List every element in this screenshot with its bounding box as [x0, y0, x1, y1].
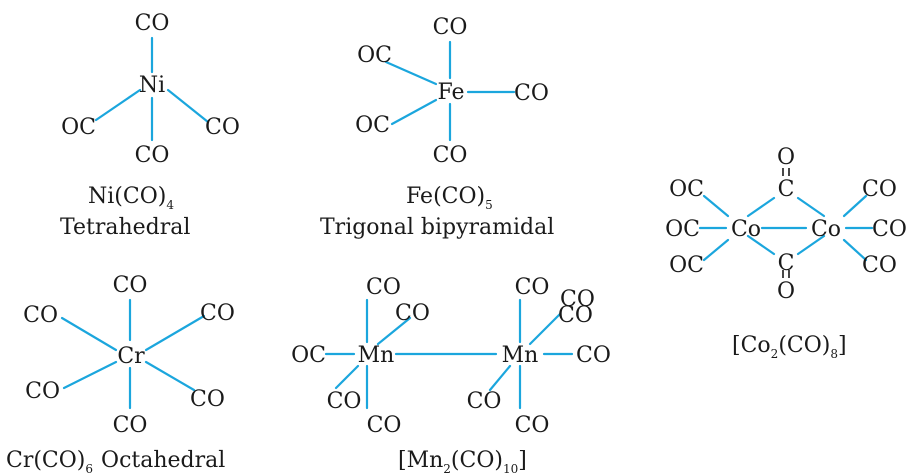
- co-formula-caption: [Co2(CO)8]: [732, 333, 847, 361]
- ni-right-co-label: CO: [205, 115, 240, 140]
- co2-co8-structure: O C C O OC OC OC Co Co CO CO CO [Co2(CO)…: [665, 145, 907, 361]
- co-bottom-bridge-o-label: O: [777, 279, 795, 304]
- fe-bottom-co-label: CO: [433, 143, 468, 168]
- mn-formula-caption: [Mn2(CO)10]: [398, 448, 527, 474]
- fe-bond-upper-left: [384, 60, 438, 86]
- cr-upper-right-co-label: CO: [200, 301, 235, 326]
- cr-bond-lower-right: [144, 360, 196, 392]
- mn-right-upper-right-co-label: CO: [558, 303, 593, 328]
- ni-left-oc-label: OC: [61, 115, 96, 140]
- co-left-lower-oc-label: OC: [669, 253, 704, 278]
- fe-metal-label: Fe: [437, 80, 464, 105]
- fe-upper-left-oc-label: OC: [357, 43, 392, 68]
- cr-bond-upper-left: [60, 316, 118, 352]
- co-left-middle-oc-label: OC: [665, 217, 700, 242]
- mn-right-co-label: CO: [576, 343, 611, 368]
- co-top-bridge-o-label: O: [777, 145, 795, 170]
- mn2-co10-structure: CO CO OC Mn CO CO CO CO CO Mn CO CO CO […: [291, 275, 611, 474]
- co-bottom-bridge-bond-left: [746, 234, 776, 256]
- co-top-bridge-bond-left: [746, 196, 776, 218]
- cr-lower-right-co-label: CO: [190, 387, 225, 412]
- fe-top-co-label: CO: [433, 15, 468, 40]
- mn-left-top-co-label: CO: [366, 275, 401, 300]
- co-top-bridge-c-label: C: [778, 177, 795, 202]
- mn-right-metal-label: Mn: [502, 343, 539, 368]
- ni-top-co-label: CO: [135, 11, 170, 36]
- co-right-middle-co-label: CO: [872, 217, 907, 242]
- co-right-lower-co-label: CO: [862, 253, 897, 278]
- co-bottom-bridge-c-label: C: [778, 251, 795, 276]
- mn-right-upper-co-label: CO: [560, 287, 595, 312]
- mn-right-top-co-label: CO: [515, 275, 550, 300]
- mn-left-upper-right-co-label: CO: [395, 301, 430, 326]
- co-left-bond-upper: [702, 194, 730, 218]
- mn-right-bond-lower-left: [488, 364, 512, 392]
- cr-bond-lower-left: [62, 360, 118, 390]
- fe-formula-caption: Fe(CO)5: [406, 184, 493, 212]
- cr-lower-left-co-label: CO: [25, 379, 60, 404]
- co-left-bond-lower: [702, 238, 730, 262]
- cr-metal-label: Cr: [117, 344, 145, 369]
- cr-bottom-co-label: CO: [113, 413, 148, 438]
- cr-top-co-label: CO: [113, 273, 148, 298]
- mn-left-bottom-co-label: CO: [367, 413, 402, 438]
- fe-co5-structure: CO OC Fe CO OC CO Fe(CO)5 Trigonal bipyr…: [320, 15, 554, 240]
- co-right-upper-co-label: CO: [862, 177, 897, 202]
- ni-co4-structure: CO Ni OC CO CO Ni(CO)4 Tetrahedral: [60, 11, 240, 240]
- co-top-bridge-bond-right: [796, 196, 826, 218]
- fe-bond-lower-left: [390, 98, 438, 126]
- co-right-bond-lower: [842, 238, 868, 262]
- ni-bond-left: [94, 88, 142, 122]
- mn-right-bond-upper-right: [528, 312, 562, 346]
- mn-right-bottom-co-label: CO: [515, 413, 550, 438]
- fe-lower-left-oc-label: OC: [355, 113, 390, 138]
- co-right-metal-label: Co: [811, 217, 841, 242]
- co-left-metal-label: Co: [731, 217, 761, 242]
- mn-left-bond-upper-right: [376, 316, 412, 346]
- ni-formula-caption: Ni(CO)4: [88, 184, 174, 212]
- co-right-bond-upper: [842, 194, 868, 218]
- fe-geometry-caption: Trigonal bipyramidal: [320, 215, 554, 240]
- cr-bond-upper-right: [144, 314, 206, 352]
- mn-left-bond-lower-left: [334, 364, 360, 390]
- mn-left-metal-label: Mn: [358, 343, 395, 368]
- ni-metal-label: Ni: [139, 73, 165, 98]
- ni-bond-right: [166, 88, 210, 124]
- mn-left-lower-left-co-label: CO: [327, 389, 362, 414]
- mn-left-oc-label: OC: [291, 343, 326, 368]
- fe-right-co-label: CO: [514, 81, 549, 106]
- ni-geometry-caption: Tetrahedral: [60, 215, 190, 240]
- co-left-upper-oc-label: OC: [669, 177, 704, 202]
- cr-upper-left-co-label: CO: [23, 303, 58, 328]
- mn-right-lower-left-co-label: CO: [467, 389, 502, 414]
- co-bottom-bridge-bond-right: [796, 234, 826, 256]
- ni-bottom-co-label: CO: [135, 143, 170, 168]
